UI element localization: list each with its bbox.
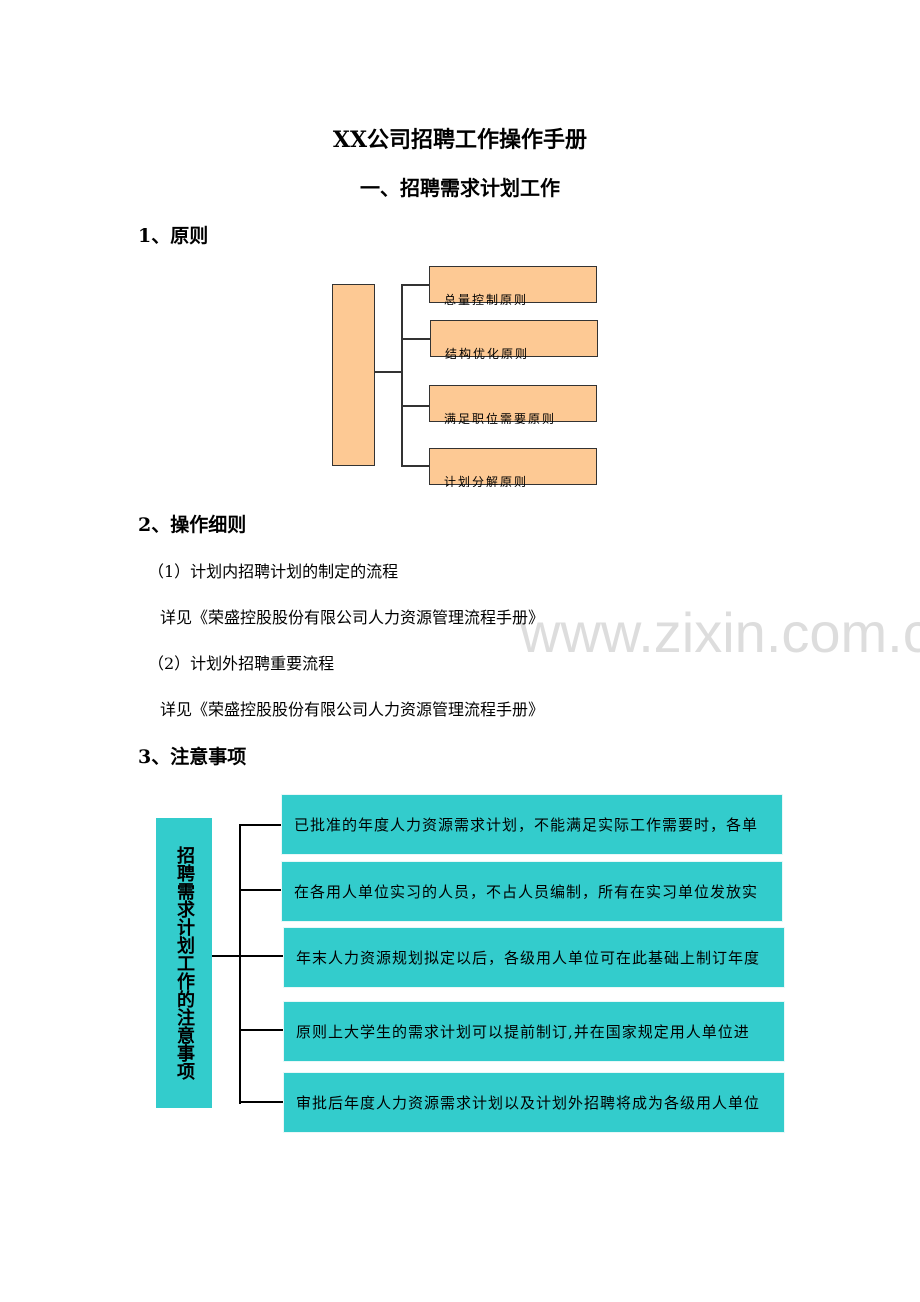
note-box: 审批后年度人力资源需求计划以及计划外招聘将成为各级用人单位: [283, 1072, 785, 1133]
heading-notes: 3、注意事项: [138, 746, 247, 768]
heading-operations: 2、操作细则: [138, 514, 247, 536]
note-box: 原则上大学生的需求计划可以提前制订,并在国家规定用人单位进: [283, 1001, 785, 1062]
principle-box: 计划分解原则: [429, 448, 597, 487]
note-box: 年末人力资源规划拟定以后，各级用人单位可在此基础上制订年度: [283, 927, 785, 988]
section-heading: 一、招聘需求计划工作: [360, 176, 560, 200]
doc-title: XX公司招聘工作操作手册: [332, 127, 588, 153]
item-detail: 详见《荣盛控股股份有限公司人力资源管理流程手册》: [160, 700, 545, 719]
watermark: www.zixin.com.cn: [520, 601, 920, 664]
item-label: （2）计划外招聘重要流程: [148, 654, 335, 673]
item-label: （1）计划内招聘计划的制定的流程: [148, 562, 399, 581]
item-detail: 详见《荣盛控股股份有限公司人力资源管理流程手册》: [160, 608, 545, 627]
principle-label: 结构优化原则: [445, 347, 530, 359]
notes-root-box: 招聘需求计划工作的注意事项: [156, 818, 212, 1108]
principle-label: 计划分解原则: [444, 475, 529, 487]
principles-root-box: [332, 284, 375, 466]
note-box: 在各用人单位实习的人员，不占人员编制，所有在实习单位发放实: [281, 861, 783, 922]
principle-label: 满足职位需要原则: [444, 412, 557, 424]
principle-box: 总量控制原则: [429, 266, 597, 305]
note-box: 已批准的年度人力资源需求计划，不能满足实际工作需要时，各单: [281, 794, 783, 855]
heading-principles: 1、原则: [138, 225, 209, 247]
principle-label: 总量控制原则: [444, 293, 529, 305]
principle-box: 结构优化原则: [430, 320, 598, 359]
principle-box: 满足职位需要原则: [429, 385, 597, 424]
